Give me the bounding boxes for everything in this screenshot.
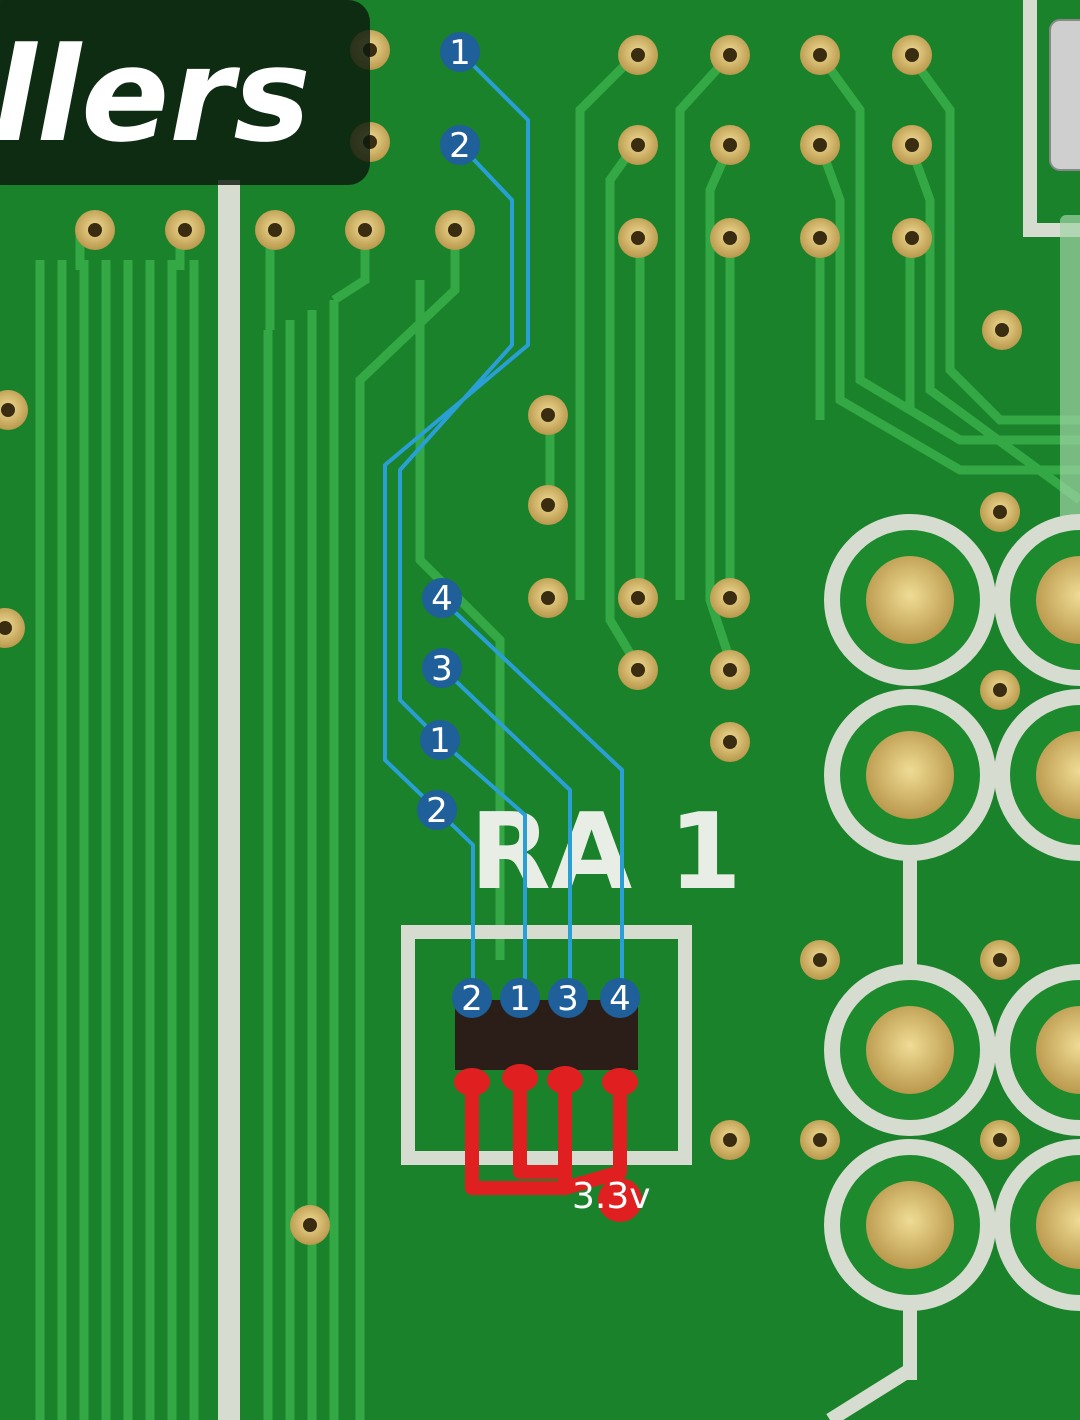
- trace-bus-left: [35, 230, 460, 1420]
- pin-label-chip-3: 3: [557, 979, 579, 1019]
- title-overlay-box: [0, 0, 370, 185]
- pin-label-chip-1: 1: [509, 979, 531, 1019]
- pin-label-chip-2: 2: [461, 979, 483, 1019]
- pin-label-mid-1: 1: [429, 721, 451, 761]
- pin-label-mid-3: 3: [431, 649, 453, 689]
- pin-label-top-1: 1: [449, 33, 471, 73]
- large-pad-array: [824, 514, 1080, 1420]
- pin-label-mid-4: 4: [431, 579, 453, 619]
- silkscreen-label: RA 1: [470, 791, 742, 913]
- side-component: [1060, 215, 1080, 560]
- red-jumper-wire: [465, 1075, 627, 1195]
- pin-markers: 1 2 4 3 1 2 2 1 3 4: [417, 32, 640, 1019]
- via-pads: [0, 30, 1022, 1245]
- blue-wire-overlay: [383, 50, 624, 1000]
- pin-label-top-2: 2: [449, 126, 471, 166]
- voltage-label: 3.3v: [572, 1176, 651, 1217]
- component-outline: [401, 925, 692, 1165]
- pin-label-chip-4: 4: [609, 979, 631, 1019]
- silkscreen-line: [218, 180, 240, 1420]
- component-top-right: [1049, 19, 1080, 171]
- overlay-title: llers: [0, 19, 311, 171]
- pin-label-mid-2: 2: [426, 791, 448, 831]
